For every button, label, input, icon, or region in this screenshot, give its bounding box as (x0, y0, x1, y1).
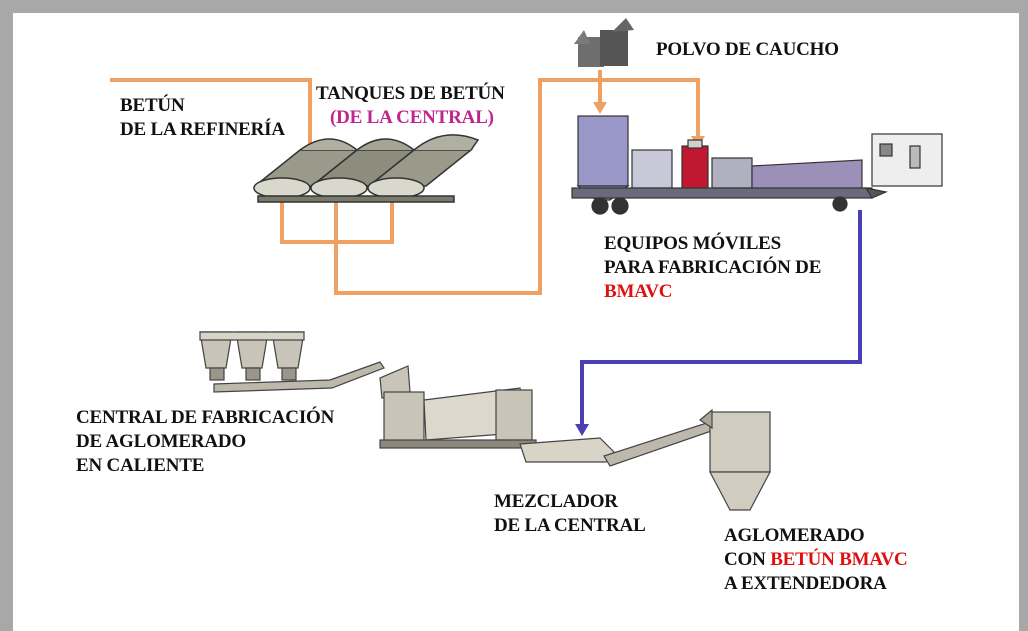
label-bitumen-refinery-line2: DE LA REFINERÍA (120, 119, 285, 140)
label-plant-line3: EN CALIENTE (76, 455, 205, 476)
label-plant-line2: DE AGLOMERADO (76, 431, 246, 452)
reactor (681, 145, 709, 191)
label-output-prefix: CON (724, 549, 766, 570)
feed-conveyor (213, 361, 385, 393)
label-bitumen-refinery: BETÚN DE LA REFINERÍA (120, 94, 285, 142)
label-mixer-line1: MEZCLADOR (494, 491, 618, 512)
tank-return-pipe (334, 78, 700, 295)
mobile-bmavc-unit (571, 115, 943, 215)
trailer-bed (571, 187, 873, 199)
label-tanks-central: (DE LA CENTRAL) (330, 107, 494, 128)
discharge-conveyor (603, 419, 721, 467)
label-plant-mixer: MEZCLADOR DE LA CENTRAL (494, 490, 646, 538)
label-output-line1: AGLOMERADO (724, 525, 865, 546)
label-tanks-title: TANQUES DE BETÚN (316, 83, 505, 104)
bitumen-tanks (252, 134, 480, 203)
rubber-powder-icon (574, 18, 634, 67)
label-mixer-line2: DE LA CENTRAL (494, 515, 646, 536)
silo (577, 115, 629, 187)
refinery-feed-pipe (110, 78, 312, 158)
cold-feed-bins (199, 331, 305, 381)
label-mobile-equipment: EQUIPOS MÓVILES PARA FABRICACIÓN DE BMAV… (604, 232, 821, 304)
asphalt-plant (199, 331, 771, 511)
label-asphalt-output: AGLOMERADO CON BETÚN BMAVC A EXTENDEDORA (724, 524, 908, 596)
label-mobile-line1: EQUIPOS MÓVILES (604, 233, 782, 254)
frame-top-border (0, 0, 1028, 13)
bmavc-arrow (575, 424, 589, 436)
label-plant-line1: CENTRAL DE FABRICACIÓN (76, 407, 335, 428)
control-cabin (871, 133, 943, 187)
label-hot-mix-plant: CENTRAL DE FABRICACIÓN DE AGLOMERADO EN … (76, 406, 334, 478)
bitumen-pipes (110, 70, 700, 295)
dryer-drum (379, 387, 537, 449)
label-rubber-powder: POLVO DE CAUCHO (656, 39, 839, 60)
label-output-bmavc: BETÚN BMAVC (770, 549, 908, 570)
bmavc-pipe (580, 210, 862, 430)
label-mobile-line2: PARA FABRICACIÓN DE (604, 257, 822, 278)
powder-arrow (593, 102, 607, 114)
frame-left-border (0, 0, 13, 631)
storage-silo (698, 408, 771, 511)
label-bitumen-tanks: TANQUES DE BETÚN (DE LA CENTRAL) (316, 82, 505, 130)
label-output-line3: A EXTENDEDORA (724, 573, 887, 594)
label-mobile-bmavc: BMAVC (604, 281, 673, 302)
label-output-line2: CON BETÚN BMAVC (724, 548, 908, 572)
frame-right-border (1019, 0, 1028, 631)
tank-trailer (751, 159, 863, 191)
label-bitumen-refinery-line1: BETÚN (120, 95, 185, 116)
